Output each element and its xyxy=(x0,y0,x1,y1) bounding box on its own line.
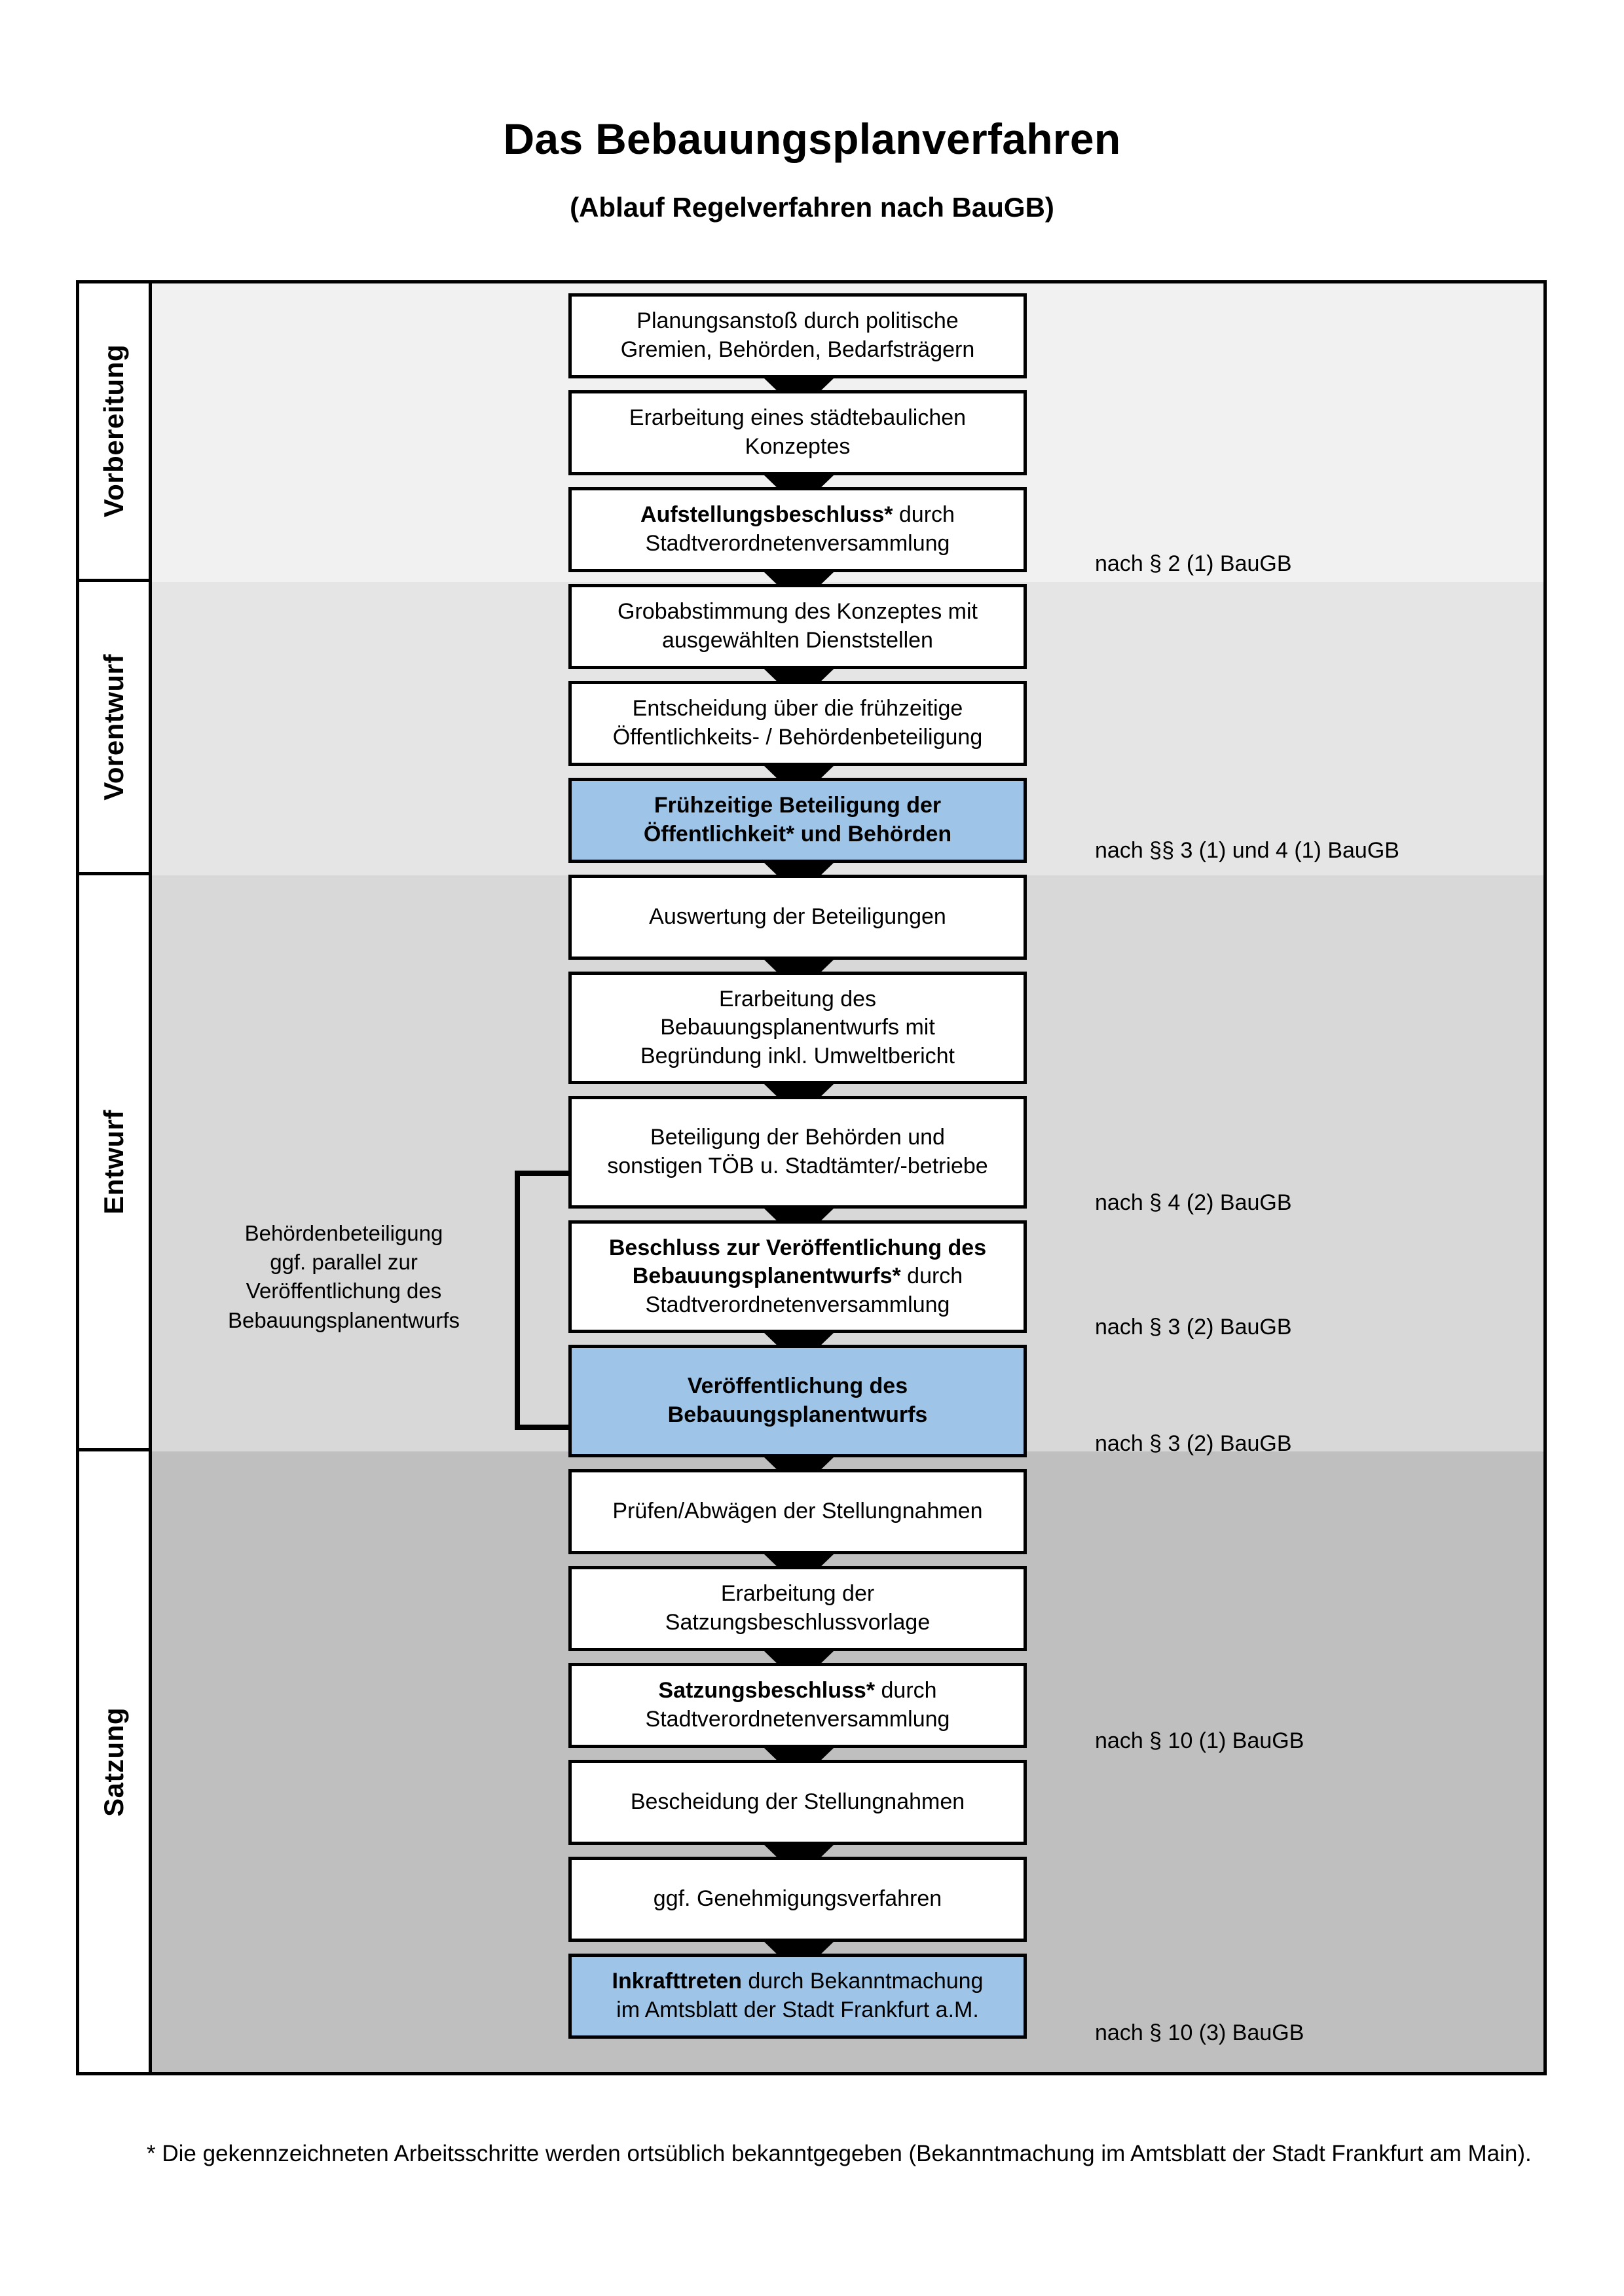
page-subtitle: (Ablauf Regelverfahren nach BauGB) xyxy=(570,191,1054,223)
step-box-genehmigungsverfahren[interactable]: ggf. Genehmigungsverfahren xyxy=(568,1857,1027,1942)
footnote-text: * Die gekennzeichneten Arbeitsschritte w… xyxy=(147,2141,1532,2166)
phase-cell-entwurf: Entwurf xyxy=(79,875,149,1451)
step-text-genehmigungsverfahren: ggf. Genehmigungsverfahren xyxy=(653,1886,942,1912)
phase-cell-satzung: Satzung xyxy=(79,1451,149,2072)
phase-cell-vorentwurf: Vorentwurf xyxy=(79,582,149,875)
reference-paragraph-3-2-b: nach § 3 (2) BauGB xyxy=(1095,1431,1292,1456)
phase-label-satzung: Satzung xyxy=(98,1707,129,1817)
reference-paragraph-2-1: nach § 2 (1) BauGB xyxy=(1095,551,1292,576)
phase-label-vorbereitung: Vorbereitung xyxy=(98,344,129,518)
step-text-pruefen-abwaegen: Prüfen/Abwägen der Stellungnahmen xyxy=(612,1499,983,1524)
step-box-auswertung[interactable]: Auswertung der Beteiligungen xyxy=(568,875,1027,960)
page-title: Das Bebauungsplanverfahren xyxy=(503,115,1121,163)
phase-cell-vorbereitung: Vorbereitung xyxy=(79,283,149,582)
step-text-auswertung: Auswertung der Beteiligungen xyxy=(649,904,946,930)
reference-paragraph-3-1-4-1: nach §§ 3 (1) und 4 (1) BauGB xyxy=(1095,838,1399,863)
phase-label-vorentwurf: Vorentwurf xyxy=(98,653,129,801)
phase-label-column: Vorbereitung Vorentwurf Entwurf Satzung xyxy=(79,283,152,2072)
side-annotation-behoerdenbeteiligung: Behördenbeteiligung ggf. parallel zur Ve… xyxy=(227,1221,460,1332)
reference-paragraph-4-2: nach § 4 (2) BauGB xyxy=(1095,1190,1292,1215)
reference-paragraph-10-1: nach § 10 (1) BauGB xyxy=(1095,1728,1304,1753)
step-text-bescheidung: Bescheidung der Stellungnahmen xyxy=(630,1789,965,1815)
title-block: Das Bebauungsplanverfahren (Ablauf Regel… xyxy=(0,115,1624,223)
step-box-bescheidung[interactable]: Bescheidung der Stellungnahmen xyxy=(568,1760,1027,1845)
reference-paragraph-3-2-a: nach § 3 (2) BauGB xyxy=(1095,1315,1292,1339)
phase-label-entwurf: Entwurf xyxy=(98,1109,129,1214)
reference-paragraph-10-3: nach § 10 (3) BauGB xyxy=(1095,2020,1304,2045)
step-box-pruefen-abwaegen[interactable]: Prüfen/Abwägen der Stellungnahmen xyxy=(568,1469,1027,1554)
